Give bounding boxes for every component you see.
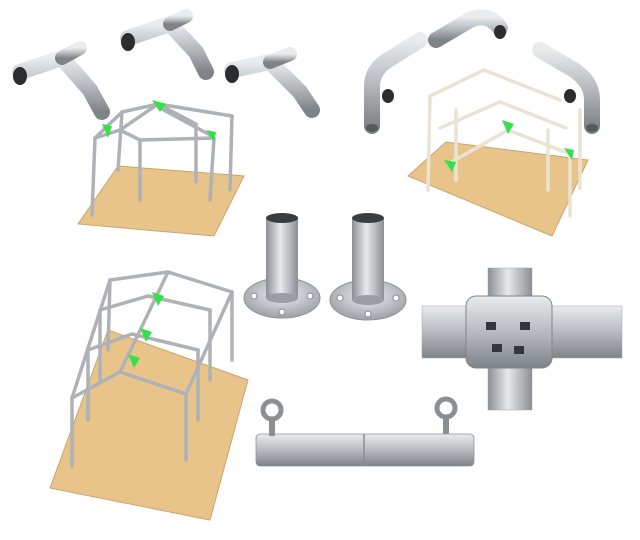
foot-plate	[243, 213, 321, 319]
tee-fitting-group	[12, 9, 320, 120]
tent-frame-small	[77, 100, 245, 237]
tee-fitting	[120, 9, 214, 80]
tent-frame-large	[49, 270, 249, 521]
tee-fitting	[224, 47, 320, 118]
foot-plate	[329, 213, 407, 321]
tent-frame-white-poles	[407, 68, 589, 237]
elbow-fitting-set	[364, 9, 600, 134]
eye-bolt-pole	[255, 396, 475, 467]
tee-fitting	[12, 41, 110, 120]
cross-clamp	[421, 267, 623, 411]
